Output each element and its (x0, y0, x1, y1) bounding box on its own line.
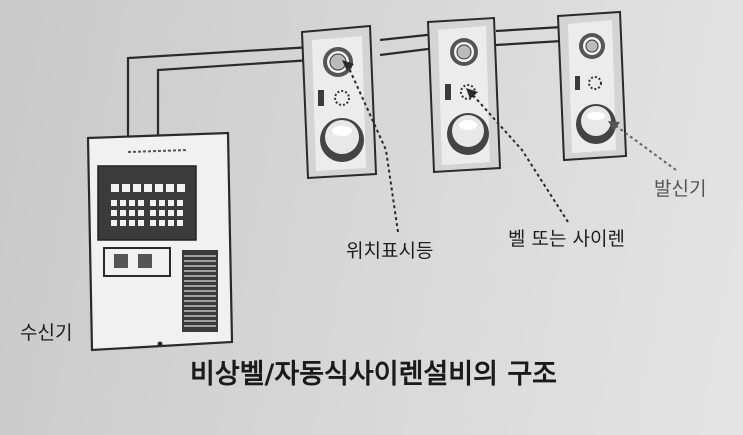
bell-icon (334, 90, 350, 106)
receiver-label: 수신기 (20, 322, 73, 344)
wiring (126, 25, 563, 140)
leader-arrowheads (342, 60, 620, 131)
transmitter-label: 발신기 (654, 178, 707, 200)
receiver-control-panel (97, 165, 197, 241)
bell-icon (588, 76, 602, 90)
receiver-lower-panel (103, 247, 171, 277)
leader-lines (347, 65, 677, 233)
receiver-key-icon (157, 341, 163, 347)
device-3 (556, 10, 628, 162)
device-2 (426, 16, 502, 174)
receiver-vent (182, 250, 218, 332)
bell-or-siren-label: 벨 또는 사이렌 (508, 228, 625, 250)
device-1 (300, 24, 378, 180)
location-indicator-label: 위치표시등 (346, 240, 434, 262)
diagram-title: 비상벨/자동식사이렌설비의 구조 (190, 359, 558, 390)
receiver-cabinet (86, 131, 234, 352)
indicator-slot (318, 90, 324, 106)
indicator-slot (575, 76, 580, 90)
indicator-slot (445, 84, 451, 100)
